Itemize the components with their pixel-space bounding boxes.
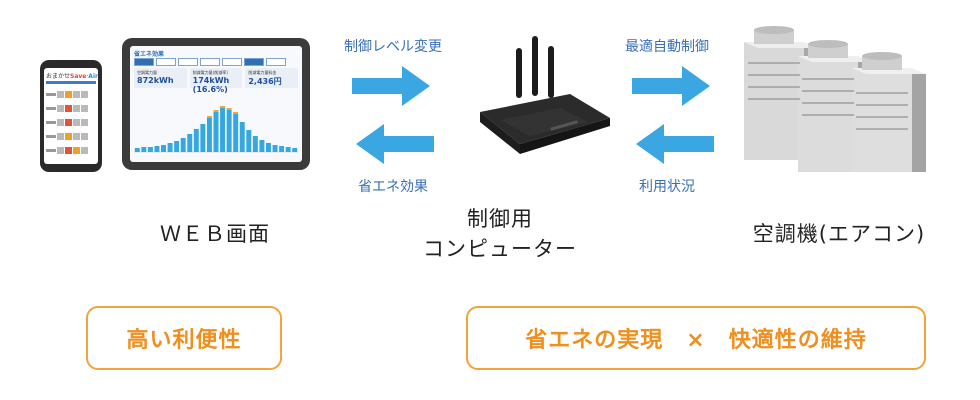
mini-chart-bar	[292, 148, 298, 152]
phone-row	[46, 90, 96, 99]
mini-chart-bar	[147, 147, 153, 152]
mini-chart-bar	[213, 112, 219, 152]
router-icon	[480, 36, 610, 154]
flow-label-auto-control: 最適自動制御	[625, 39, 709, 55]
phone-row	[46, 104, 96, 113]
arrow-left-icon	[636, 124, 714, 164]
mini-chart-bar	[246, 130, 252, 152]
screen-title: 省エネ効果	[134, 51, 165, 58]
kpi-label: 空調電力量	[137, 70, 157, 75]
mini-chart-bar	[180, 138, 186, 152]
phone-row	[46, 146, 96, 155]
mini-chart-bar	[279, 146, 285, 152]
kpi-value: 872kWh	[137, 76, 174, 85]
mini-chart-bar-cap	[233, 112, 239, 114]
controller-caption-line2: コンピューター	[423, 237, 577, 261]
benefit-savings-comfort-text: 省エネの実現 × 快適性の維持	[525, 328, 867, 353]
kpi-value: 174kWh (16.6%)	[192, 76, 230, 94]
phone-app-logo: おまかせSave·Air	[46, 73, 98, 80]
mini-chart-bar	[259, 140, 265, 152]
phone-logo-suffix: Air	[88, 73, 98, 80]
controller-caption-line1: 制御用	[467, 207, 533, 231]
mini-chart-bar	[141, 147, 147, 152]
mini-chart-bar-cap	[213, 110, 219, 112]
mini-chart-bar	[193, 129, 199, 152]
mini-chart-bar	[167, 143, 173, 152]
mini-chart-bar	[233, 114, 239, 152]
mini-chart-bar	[220, 108, 226, 152]
mini-chart-bar	[252, 136, 258, 152]
mini-chart-bar	[226, 110, 232, 152]
mini-chart-bar	[134, 148, 140, 152]
mini-chart-bar	[239, 122, 245, 152]
phone-logo-prefix: おまかせ	[46, 73, 71, 80]
kpi-box: 削減電力量(削減率)174kWh (16.6%)	[189, 68, 243, 94]
arrow-left-icon	[356, 124, 434, 164]
mini-chart-bar-cap	[220, 106, 226, 108]
mini-chart-bar	[200, 124, 206, 152]
phone-row	[46, 132, 96, 141]
kpi-label: 削減電力量(削減率)	[192, 70, 228, 75]
mini-bar-chart	[134, 106, 298, 153]
phone-logo-main: Save	[70, 73, 87, 80]
kpi-box: 削減電力量料金 2,436円	[245, 68, 299, 88]
controller-caption: 制御用 コンピューター	[420, 204, 580, 264]
phone-header-bar	[46, 81, 96, 84]
mini-chart-bar	[161, 145, 166, 152]
mini-chart-bar-cap	[226, 108, 232, 110]
aircon-caption: 空調機(エアコン)	[752, 222, 926, 246]
mini-chart-bar-cap	[206, 116, 212, 118]
arrow-right-icon	[352, 66, 430, 106]
kpi-value: 2,436円	[248, 77, 282, 86]
screen-tab-buttons	[134, 58, 286, 66]
arrow-right-icon	[632, 66, 710, 106]
flow-label-usage: 利用状況	[639, 179, 695, 195]
smartphone-illustration: おまかせSave·Air	[40, 60, 102, 172]
web-screen-caption: ＷＥＢ画面	[160, 222, 270, 246]
kpi-label: 削減電力量料金	[248, 70, 277, 75]
mini-chart-bar	[285, 147, 291, 152]
mini-chart-bar	[206, 118, 212, 152]
air-conditioner-units-icon	[744, 26, 926, 172]
mini-chart-bar	[187, 134, 193, 152]
smartphone-screen: おまかせSave·Air	[44, 68, 98, 164]
mini-chart-bar	[174, 141, 180, 152]
mini-chart-bar	[272, 145, 278, 152]
phone-row	[46, 118, 96, 127]
benefit-convenience-box: 高い利便性	[86, 306, 282, 370]
flow-label-control-level: 制御レベル変更	[344, 39, 442, 55]
mini-chart-bar	[266, 143, 271, 152]
flow-label-energy-effect: 省エネ効果	[358, 179, 428, 195]
benefit-savings-comfort-box: 省エネの実現 × 快適性の維持	[466, 306, 926, 370]
mini-chart-bar	[154, 146, 160, 152]
benefit-convenience-text: 高い利便性	[126, 328, 242, 353]
